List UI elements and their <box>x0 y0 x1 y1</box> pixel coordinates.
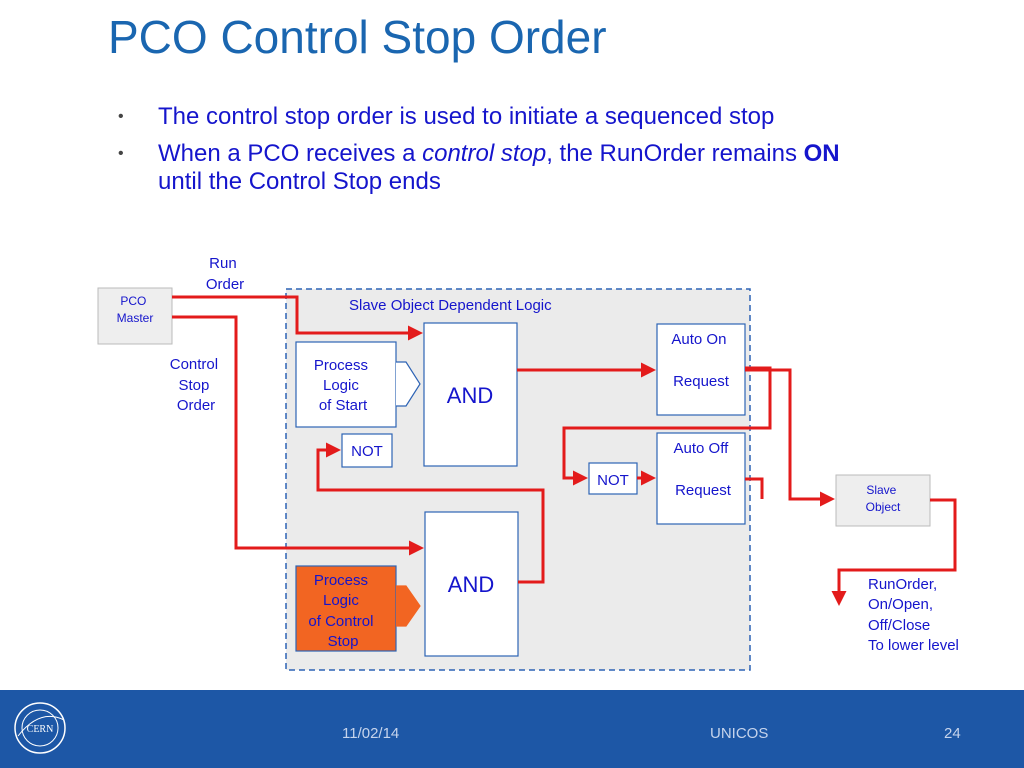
wire-auto-off-to-slave <box>745 477 764 499</box>
footer-page-number: 24 <box>944 725 961 742</box>
slide-footer: CERN 11/02/14 UNICOS 24 <box>0 690 1024 768</box>
not-gate-top-label: NOT <box>351 443 383 460</box>
and-gate-bottom <box>424 511 519 657</box>
wire-auto-on-feedback <box>562 366 772 486</box>
bullet-italic-text: control stop <box>422 140 547 167</box>
wire-slave-output <box>831 498 957 606</box>
process-logic-start-arrow-icon <box>396 361 421 407</box>
pco-master-label: PCO Master <box>117 294 154 325</box>
bullet-text: until the Control Stop ends <box>158 168 441 195</box>
auto-on-box <box>656 323 746 416</box>
and-gate-bottom-label: AND <box>448 572 494 597</box>
and-gate-top <box>423 322 518 467</box>
logic-diagram: Slave Object Dependent Logic PCO Master … <box>97 255 959 671</box>
slave-logic-title: Slave Object Dependent Logic <box>349 297 552 314</box>
footer-center-text: UNICOS <box>710 725 769 742</box>
output-label: RunOrder, On/Open, Off/Close To lower le… <box>868 576 959 654</box>
bullet-text: , the RunOrder remains <box>546 140 804 167</box>
bullet-text: When a PCO receives a <box>158 140 423 167</box>
control-stop-order-label: Control Stop Order <box>170 356 223 414</box>
bullet-item: • When a PCO receives a control stop, th… <box>118 140 858 196</box>
process-logic-control-stop-arrow-icon <box>396 585 421 627</box>
wire-control-stop-order <box>172 315 424 556</box>
wire-auto-on-to-slave <box>745 368 835 507</box>
not-gate-top <box>341 433 393 468</box>
auto-off-box <box>656 432 746 525</box>
svg-text:CERN: CERN <box>27 724 54 735</box>
auto-on-label: Auto On Request <box>671 331 730 390</box>
footer-date: 11/02/14 <box>342 725 400 742</box>
wire-run-order <box>172 295 423 341</box>
process-logic-control-stop-label: Process Logic of Control Stop <box>308 572 377 650</box>
bullet-list: • The control stop order is used to init… <box>118 103 858 205</box>
bullet-item: • The control stop order is used to init… <box>118 103 858 131</box>
bullet-text: The control stop order is used to initia… <box>158 103 775 130</box>
run-order-label: Run Order <box>206 255 244 293</box>
not-gate-right-label: NOT <box>597 472 629 489</box>
bullet-dot-icon: • <box>118 145 124 162</box>
wire-and-bottom-to-not <box>316 442 545 584</box>
auto-off-label: Auto Off Request <box>674 440 733 499</box>
process-logic-start-label: Process Logic of Start <box>314 357 372 414</box>
not-gate-right <box>588 462 638 495</box>
bullet-dot-icon: • <box>118 108 124 125</box>
slide-title: PCO Control Stop Order <box>108 11 607 63</box>
slave-object-label: Slave Object <box>866 483 901 514</box>
cern-logo-icon: CERN <box>14 702 66 754</box>
and-gate-top-label: AND <box>447 383 493 408</box>
process-logic-control-stop-box <box>295 565 397 652</box>
bullet-bold-text: ON <box>803 140 840 167</box>
